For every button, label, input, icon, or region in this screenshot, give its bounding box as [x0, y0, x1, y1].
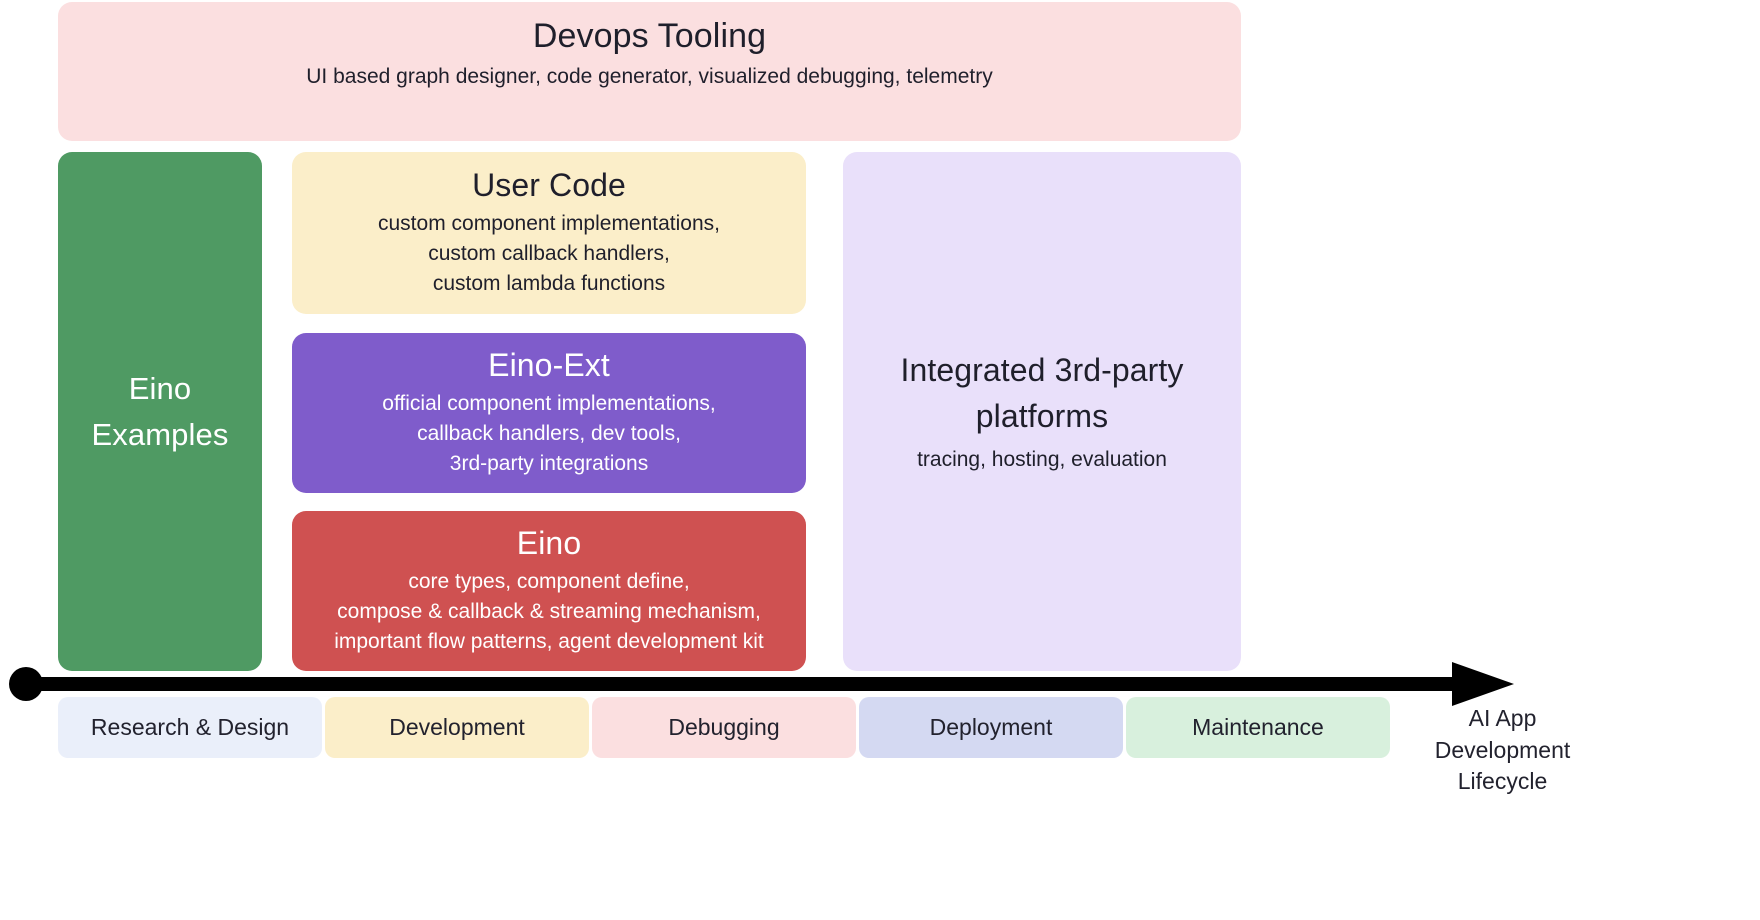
third-party-title-line-1: Integrated 3rd-party: [900, 352, 1184, 389]
devops-tooling-subtitle: UI based graph designer, code generator,…: [306, 65, 993, 89]
lifecycle-stage-debugging[interactable]: Debugging: [592, 697, 856, 758]
eino-examples-box: Eino Examples: [58, 152, 262, 671]
eino-ext-sub-line-3: 3rd-party integrations: [449, 451, 649, 475]
eino-ext-box: Eino-Ext official component implementati…: [292, 333, 806, 493]
third-party-title-line-2: platforms: [975, 397, 1109, 434]
eino-sub-line-3: important flow patterns, agent developme…: [334, 629, 764, 653]
axis-line: [24, 677, 1472, 691]
third-party-title: Integrated 3rd-party platforms: [843, 348, 1241, 439]
eino-examples-title-line-1: Eino: [128, 371, 192, 407]
eino-sub-line-2: compose & callback & streaming mechanism…: [337, 599, 761, 623]
eino-ext-sub-line-2: callback handlers, dev tools,: [417, 421, 681, 445]
lifecycle-stage-list: Research & Design Development Debugging …: [58, 697, 1390, 758]
axis-caption-line-2: Development: [1434, 736, 1571, 763]
integrated-third-party-platforms-box: Integrated 3rd-party platforms tracing, …: [843, 152, 1241, 671]
eino-title: Eino: [516, 525, 582, 562]
eino-examples-title-line-2: Examples: [91, 416, 229, 452]
lifecycle-stage-research-design[interactable]: Research & Design: [58, 697, 322, 758]
user-code-sub-line-2: custom callback handlers,: [428, 241, 670, 265]
devops-tooling-box: Devops Tooling UI based graph designer, …: [58, 2, 1241, 141]
eino-ext-title: Eino-Ext: [488, 347, 610, 384]
axis-caption-line-1: AI App: [1468, 705, 1537, 731]
user-code-box: User Code custom component implementatio…: [292, 152, 806, 314]
third-party-subtitle: tracing, hosting, evaluation: [917, 448, 1167, 472]
lifecycle-stage-label: Deployment: [929, 714, 1053, 740]
user-code-sub-line-3: custom lambda functions: [432, 271, 666, 295]
user-code-sub-line-1: custom component implementations,: [378, 212, 720, 236]
eino-box: Eino core types, component define, compo…: [292, 511, 806, 671]
axis-caption-line-3: Lifecycle: [1457, 768, 1548, 795]
user-code-title: User Code: [472, 167, 626, 204]
lifecycle-stage-development[interactable]: Development: [325, 697, 589, 758]
eino-sub-line-1: core types, component define,: [408, 570, 690, 594]
lifecycle-stage-deployment[interactable]: Deployment: [859, 697, 1123, 758]
axis-arrowhead-icon: [1452, 662, 1514, 706]
lifecycle-stage-label: Maintenance: [1192, 714, 1324, 740]
user-code-subtitle: custom component implementations, custom…: [378, 209, 720, 298]
axis-caption: AI App Development Lifecycle: [1395, 703, 1610, 798]
eino-subtitle: core types, component define, compose & …: [334, 567, 764, 656]
lifecycle-stage-maintenance[interactable]: Maintenance: [1126, 697, 1390, 758]
eino-ext-subtitle: official component implementations, call…: [382, 389, 715, 478]
lifecycle-stage-label: Debugging: [668, 714, 780, 740]
devops-tooling-title: Devops Tooling: [532, 17, 767, 55]
eino-ext-sub-line-1: official component implementations,: [382, 392, 716, 416]
lifecycle-stage-label: Research & Design: [90, 714, 290, 740]
lifecycle-axis-arrow: [9, 662, 1514, 706]
lifecycle-stage-label: Development: [389, 714, 525, 740]
